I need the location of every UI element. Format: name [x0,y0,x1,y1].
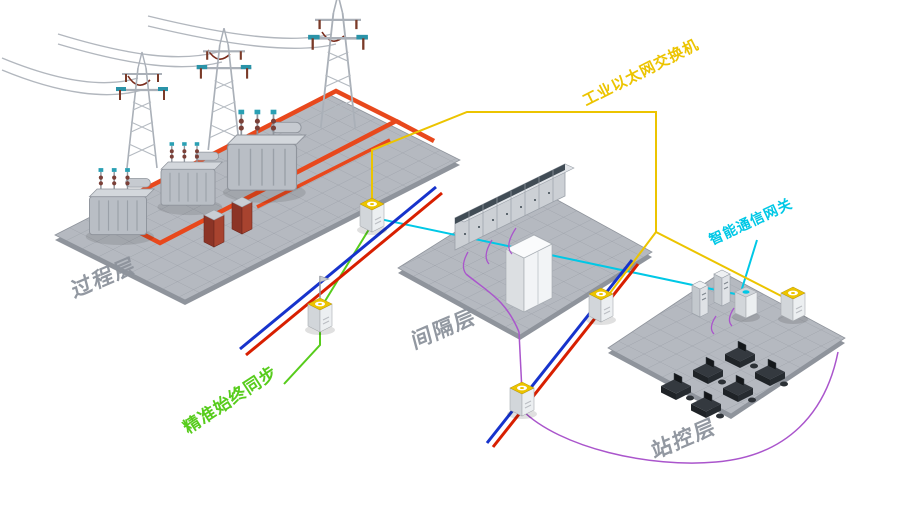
label-smart-gateway: 智能通信网关 [706,195,795,248]
station-panel [713,269,731,307]
power-transformer [84,167,155,246]
process-bus [239,185,443,357]
transmission-tower [195,27,253,152]
server-cabinet [505,234,553,313]
label-station-layer: 站控层 [649,413,719,464]
overhead-power-lines [1,15,337,96]
protection-cabinet [203,209,225,248]
ethernet-switch-device [356,197,388,236]
label-ethernet-switch: 工业以太网交换机 [580,35,702,109]
protection-cabinet [231,196,253,235]
station-panel [691,280,709,318]
ethernet-switch-device [506,381,538,420]
operator-workstations [660,340,788,419]
gateway-line [379,218,758,296]
label-clock-sync: 精准始终同步 [179,362,280,438]
fiber-cable-purple [462,227,839,464]
gateway-device [732,286,760,322]
bay-control-panels [454,163,575,251]
ethernet-switch-device [585,287,617,326]
power-transformer [156,141,223,216]
label-bay-layer: 间隔层 [409,304,479,354]
power-transformer [222,108,307,204]
transmission-tower [114,50,170,170]
ethernet-switch-device [777,286,809,325]
